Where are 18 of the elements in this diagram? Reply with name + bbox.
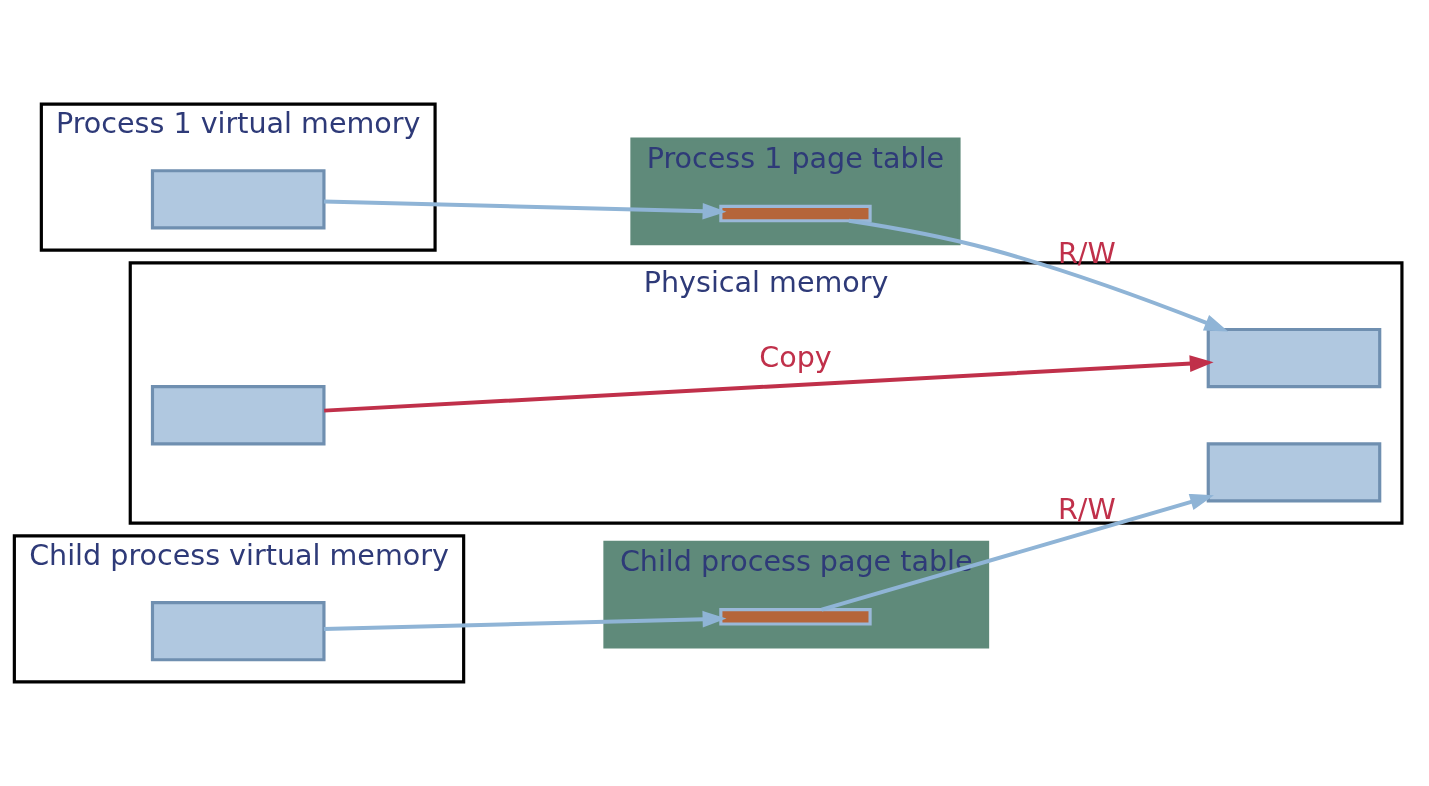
cluster: Process 1 virtual memory bbox=[39, 102, 437, 252]
arrow bbox=[323, 610, 727, 631]
node-box bbox=[150, 169, 326, 230]
cluster: Process 1 page table bbox=[630, 137, 961, 246]
node-box bbox=[150, 385, 326, 446]
edge-label: Copy bbox=[759, 339, 832, 374]
cluster: Child process virtual memory bbox=[12, 534, 466, 684]
node-box bbox=[1206, 327, 1382, 389]
node-bar bbox=[719, 204, 872, 223]
arrow bbox=[821, 493, 1214, 612]
node-bar bbox=[719, 608, 872, 626]
arrow bbox=[848, 218, 1229, 332]
arrow bbox=[324, 355, 1214, 413]
arrow bbox=[323, 199, 727, 220]
node-box bbox=[150, 601, 326, 662]
cluster: Child process page table bbox=[603, 540, 990, 649]
node-box bbox=[1206, 442, 1382, 503]
edge-label: R/W bbox=[1057, 492, 1116, 527]
